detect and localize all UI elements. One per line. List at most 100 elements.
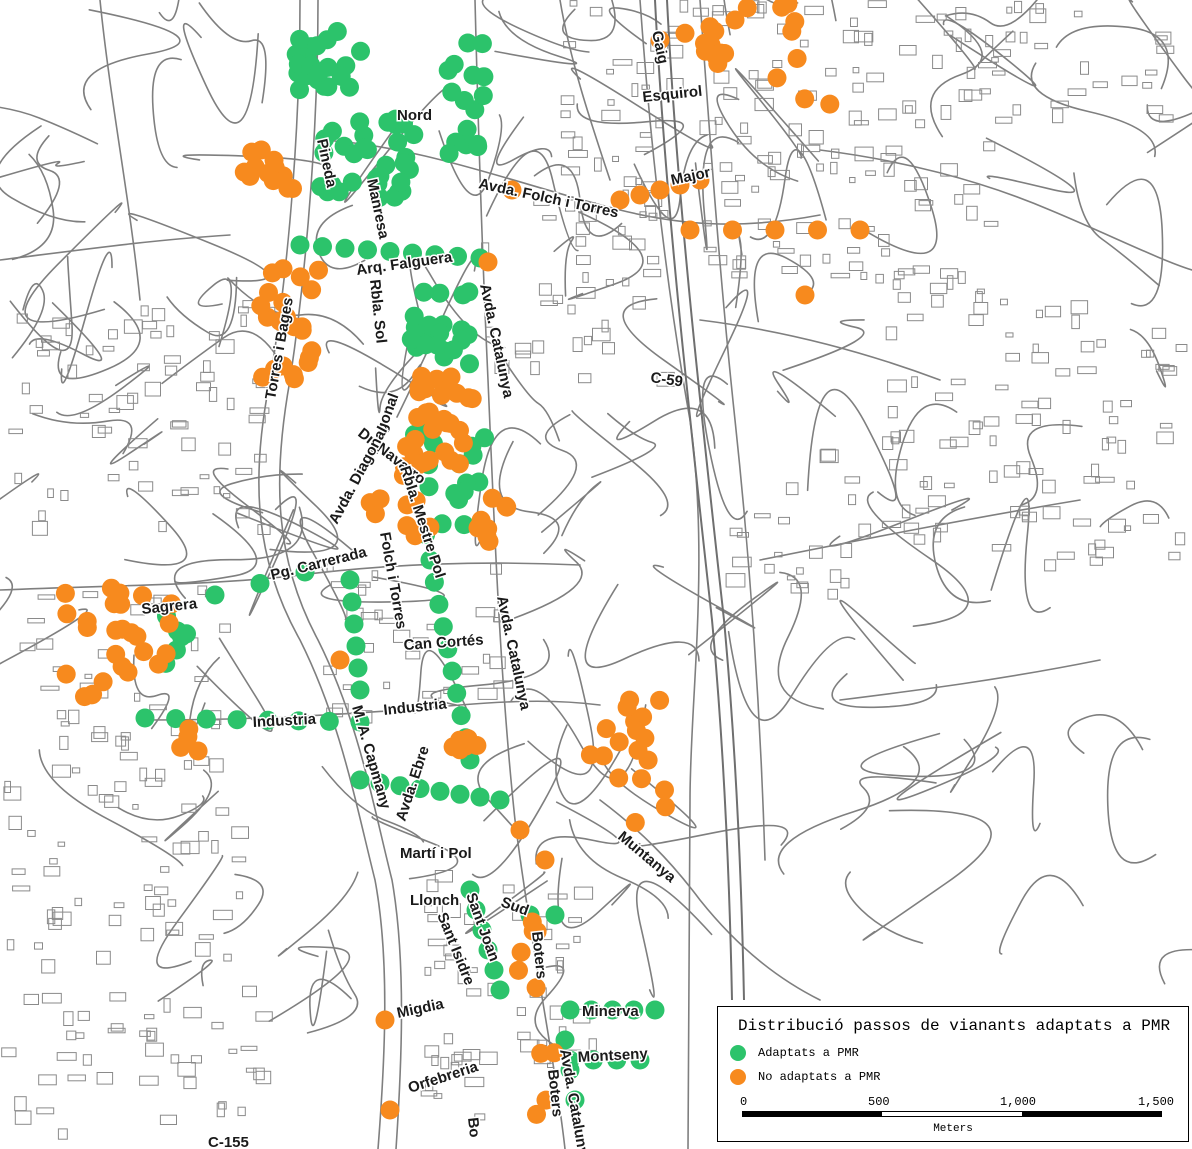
crossing-adapted-marker — [425, 245, 445, 265]
label-boters: Boters — [528, 931, 550, 980]
crossing-adapted-marker — [322, 121, 342, 141]
crossing-adapted-marker — [380, 242, 400, 261]
crossing-adapted-marker — [430, 283, 450, 303]
crossing-adapted-marker — [378, 112, 398, 132]
scale-unit: Meters — [933, 1123, 973, 1135]
crossing-not-adapted-marker — [284, 369, 304, 389]
crossing-not-adapted-marker — [632, 769, 651, 789]
crossing-not-adapted-marker — [118, 662, 138, 682]
crossing-adapted-marker — [448, 246, 467, 266]
crossing-not-adapted-marker — [482, 488, 502, 508]
label-industria-w: Industria — [252, 711, 317, 731]
crossing-not-adapted-marker — [262, 263, 282, 283]
crossing-not-adapted-marker — [251, 140, 271, 160]
crossing-adapted-marker — [468, 137, 488, 157]
crossing-not-adapted-marker — [365, 504, 385, 524]
crossing-not-adapted-marker — [420, 517, 440, 537]
label-industria-e: Industria — [383, 695, 448, 719]
legend-label-not-adapted: No adaptats a PMR — [758, 1070, 881, 1084]
label-folch-torres: Folch i Torres — [376, 531, 410, 631]
crossing-adapted-marker — [472, 34, 492, 54]
legend-item-adapted: Adaptats a PMR — [730, 1043, 859, 1063]
crossing-adapted-marker — [342, 172, 362, 192]
crossing-not-adapted-marker — [767, 68, 787, 88]
crossing-adapted-marker — [318, 77, 338, 97]
crossing-not-adapted-marker — [609, 732, 629, 752]
crossing-not-adapted-marker — [380, 1100, 400, 1120]
crossing-not-adapted-marker — [690, 170, 710, 190]
label-montseny: Montseny — [577, 1045, 648, 1066]
crossing-adapted-marker — [450, 784, 470, 804]
crossing-not-adapted-marker — [700, 17, 720, 37]
crossing-not-adapted-marker — [511, 942, 531, 962]
crossing-not-adapted-marker — [850, 220, 870, 240]
crossing-adapted-marker — [454, 481, 474, 501]
crossing-adapted-marker — [438, 639, 458, 659]
crossing-adapted-marker — [459, 282, 479, 302]
crossing-adapted-marker — [607, 1050, 627, 1070]
crossing-not-adapted-marker — [536, 1090, 556, 1110]
crossing-not-adapted-marker — [787, 49, 807, 68]
crossing-not-adapted-marker — [502, 180, 522, 200]
crossing-not-adapted-marker — [526, 978, 546, 998]
crossing-not-adapted-marker — [725, 10, 745, 30]
crossing-not-adapted-marker — [820, 94, 840, 114]
crossing-adapted-marker — [196, 709, 216, 729]
crossing-adapted-marker — [166, 709, 186, 729]
crossing-adapted-marker — [227, 710, 247, 730]
crossing-adapted-marker — [555, 1030, 575, 1050]
crossing-not-adapted-marker — [625, 813, 645, 832]
crossing-not-adapted-marker — [264, 150, 284, 170]
crossing-not-adapted-marker — [263, 171, 283, 191]
crossing-adapted-marker — [490, 980, 510, 1000]
crossing-not-adapted-marker — [509, 960, 528, 980]
crossing-adapted-marker — [135, 708, 155, 728]
crossing-not-adapted-marker — [610, 190, 630, 210]
crossing-markers — [55, 0, 870, 1124]
label-sant-isidre: Sant Isidre — [433, 910, 477, 987]
crossing-adapted-marker — [430, 781, 450, 801]
crossing-not-adapted-marker — [593, 746, 613, 766]
crossing-not-adapted-marker — [795, 285, 815, 305]
crossing-not-adapted-marker — [234, 162, 254, 182]
crossing-adapted-marker — [420, 550, 440, 570]
crossing-not-adapted-marker — [535, 850, 555, 870]
legend-swatch-not-adapted — [730, 1069, 746, 1085]
crossing-not-adapted-marker — [447, 383, 467, 403]
scale-tick-1000: 1,000 — [1000, 1095, 1037, 1109]
crossing-not-adapted-marker — [650, 690, 670, 710]
label-boters-bottom: Boters — [544, 1069, 566, 1118]
crossing-not-adapted-marker — [397, 437, 417, 456]
crossing-adapted-marker — [311, 177, 331, 197]
crossing-not-adapted-marker — [630, 185, 650, 205]
crossing-not-adapted-marker — [56, 664, 76, 684]
label-manresa: Manresa — [363, 177, 392, 241]
crossing-adapted-marker — [490, 790, 510, 810]
crossing-adapted-marker — [342, 592, 362, 612]
crossing-not-adapted-marker — [471, 510, 491, 530]
label-c155: C-155 — [208, 1134, 249, 1149]
label-avda-catalunya-n: Avda. Catalunya — [476, 282, 517, 400]
crossing-adapted-marker — [350, 712, 370, 732]
crossing-not-adapted-marker — [478, 252, 498, 272]
label-rbla-sol: Rbla. Sol — [366, 279, 390, 345]
crossing-adapted-marker — [404, 306, 424, 326]
crossing-adapted-marker — [335, 238, 355, 258]
label-muntanya: Muntanya — [614, 828, 679, 886]
crossing-not-adapted-marker — [133, 586, 152, 606]
crossing-not-adapted-marker — [416, 403, 436, 423]
crossing-not-adapted-marker — [93, 672, 113, 692]
crossing-adapted-marker — [410, 779, 430, 799]
crossing-not-adapted-marker — [414, 453, 434, 472]
crossing-adapted-marker — [344, 614, 364, 634]
crossing-adapted-marker — [309, 62, 329, 82]
crossing-not-adapted-marker — [292, 320, 312, 340]
crossing-not-adapted-marker — [299, 348, 319, 368]
crossing-not-adapted-marker — [259, 283, 278, 302]
label-can-cortes: Can Cortés — [403, 631, 484, 654]
crossing-adapted-marker — [545, 905, 565, 925]
crossing-not-adapted-marker — [531, 1043, 551, 1063]
crossing-adapted-marker — [466, 900, 486, 920]
